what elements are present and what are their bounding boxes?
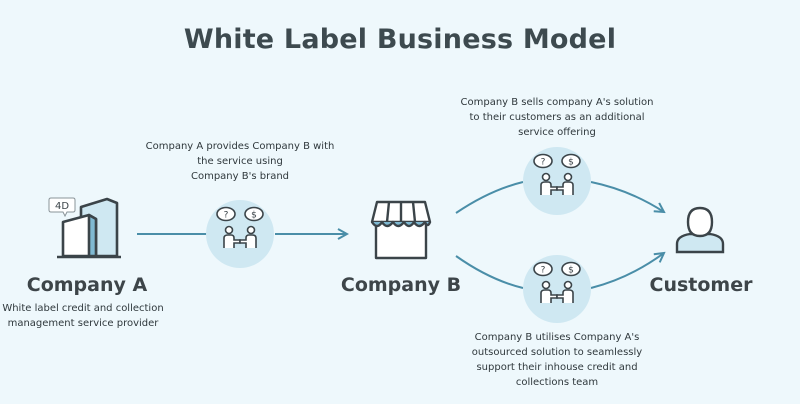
handshake-icon-a-to-b [205,199,275,269]
curve-b-bottom-in [455,255,524,289]
caption-line: Company B's brand [190,171,290,182]
handshake-icon-top [522,146,592,216]
customer-icon [675,206,725,254]
store-icon [370,200,432,260]
handshake-icon-bottom [522,254,592,324]
flow-top-caption: Company B sells company A's solution to … [447,95,667,140]
flow-a-to-b-caption: Company A provides Company B with the se… [130,139,350,184]
caption-line: support their inhouse credit and [476,362,638,373]
badge-text: 4D [55,201,69,212]
4d-badge: 4D [48,197,76,218]
caption-line: service offering [518,127,596,138]
curve-b-top-in [455,181,524,214]
caption-line: collections team [515,377,599,388]
company-b-label: Company B [340,274,462,296]
arrow-bottom-to-customer [590,253,664,289]
building-icon [57,197,121,259]
caption-line: the service using [197,156,283,167]
caption-line: to their customers as an additional [469,112,645,123]
desc-line: White label credit and collection [2,303,164,314]
page-title: White Label Business Model [183,24,617,55]
flow-bottom-caption: Company B utilises Company A's outsource… [447,330,667,390]
arrow-top-to-customer [590,181,664,212]
caption-line: outsourced solution to seamlessly [471,347,643,358]
caption-line: Company B sells company A's solution [460,97,654,108]
caption-line: Company B utilises Company A's [474,332,640,343]
caption-line: Company A provides Company B with [145,141,335,152]
company-a-description: White label credit and collection manage… [0,301,166,331]
company-a-label: Company A [26,274,148,296]
customer-label: Customer [649,274,753,296]
desc-line: management service provider [7,318,159,329]
